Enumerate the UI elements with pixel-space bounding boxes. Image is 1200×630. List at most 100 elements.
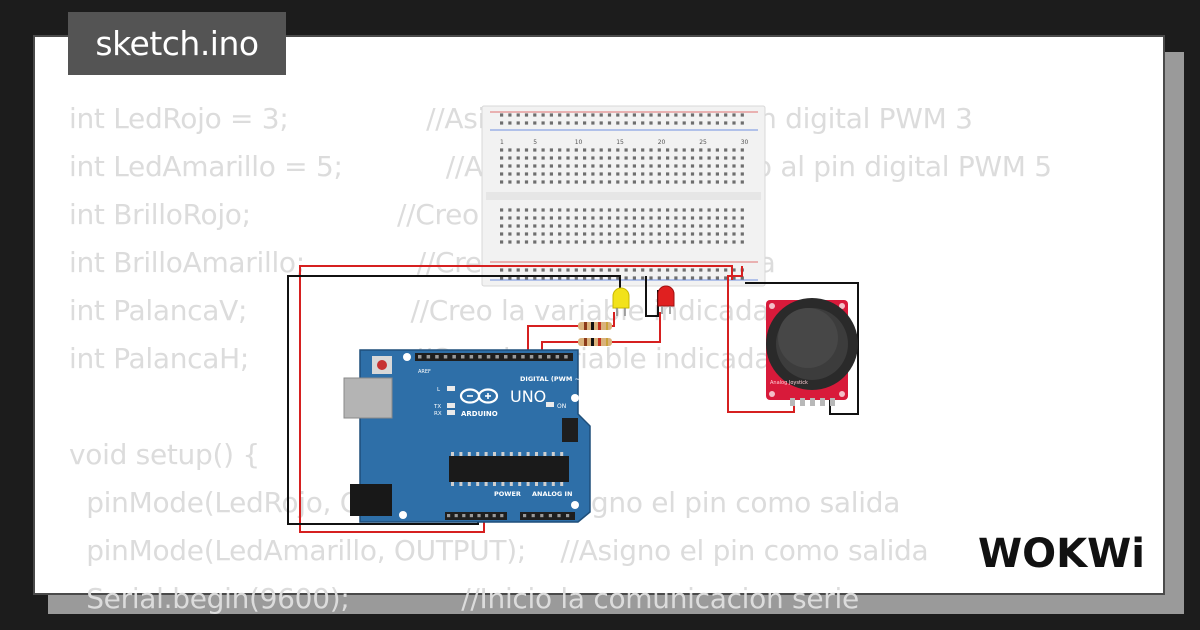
breadboard-hole	[641, 232, 645, 236]
breadboard-hole	[516, 172, 520, 176]
breadboard-hole	[541, 113, 545, 117]
breadboard-hole	[524, 240, 529, 244]
breadboard-hole	[541, 216, 545, 220]
breadboard-hole	[707, 121, 711, 125]
breadboard-hole	[591, 208, 595, 212]
wire-pin3	[527, 312, 615, 356]
breadboard-hole	[657, 240, 661, 244]
breadboard-hole	[724, 276, 728, 280]
breadboard-hole	[599, 156, 603, 160]
breadboard-hole	[707, 216, 711, 220]
microcontroller-chip	[449, 456, 569, 482]
model-label: UNO	[510, 387, 546, 406]
breadboard-hole	[666, 148, 670, 152]
header-pin	[478, 355, 482, 359]
breadboard-hole	[599, 268, 603, 272]
header-pin	[547, 355, 551, 359]
breadboard-hole	[591, 148, 595, 152]
digital-pins	[418, 355, 568, 359]
header-pin	[486, 355, 491, 359]
breadboard-hole	[715, 113, 719, 117]
icsp-header	[562, 418, 578, 442]
header-pin	[538, 355, 542, 359]
header-pin	[564, 355, 568, 359]
breadboard-hole	[500, 113, 504, 117]
breadboard-hole	[533, 208, 537, 212]
breadboard-hole	[616, 232, 620, 236]
breadboard-hole	[533, 148, 537, 152]
header-pin	[426, 355, 431, 359]
breadboard-hole	[549, 276, 553, 280]
breadboard-hole	[657, 121, 661, 125]
breadboard-hole	[740, 148, 744, 152]
breadboard-hole	[641, 121, 645, 125]
breadboard-hole	[715, 240, 719, 244]
header-pin	[555, 355, 560, 359]
breadboard-hole	[558, 156, 562, 160]
breadboard-hole	[516, 232, 520, 236]
breadboard-hole	[574, 156, 578, 160]
breadboard-hole	[574, 172, 578, 176]
breadboard-hole	[558, 113, 562, 117]
breadboard-hole	[699, 208, 703, 212]
header-pin	[523, 514, 527, 518]
header-pin	[485, 514, 489, 518]
chip-leg	[535, 482, 538, 486]
breadboard-hole	[707, 232, 711, 236]
breadboard-hole	[500, 240, 504, 244]
breadboard-column-number: 25	[699, 139, 707, 146]
breadboard-hole	[724, 180, 728, 184]
breadboard-hole	[524, 180, 529, 184]
breadboard-hole	[724, 113, 728, 117]
breadboard-hole	[566, 172, 570, 176]
breadboard-hole	[715, 121, 719, 125]
breadboard-hole	[641, 172, 645, 176]
breadboard-hole	[508, 148, 512, 152]
breadboard-hole	[558, 172, 562, 176]
tx-label: TX	[433, 404, 441, 410]
breadboard-hole	[632, 232, 636, 236]
breadboard-hole	[524, 208, 529, 212]
breadboard-hole	[574, 232, 578, 236]
red-wire-5v	[299, 265, 733, 533]
breadboard-hole	[516, 268, 520, 272]
breadboard-hole	[649, 148, 653, 152]
breadboard-hole	[707, 276, 711, 280]
breadboard-hole	[690, 121, 695, 125]
breadboard-hole	[616, 216, 620, 220]
breadboard-hole	[541, 268, 545, 272]
reset-button[interactable]	[377, 360, 387, 370]
breadboard-hole	[533, 121, 537, 125]
breadboard-hole	[649, 224, 653, 228]
arduino-uno-board[interactable]: DIGITAL (PWM ~) AREF UNO ARDUINO ON L TX…	[343, 349, 591, 523]
chip-leg	[467, 452, 471, 456]
led-red[interactable]	[657, 285, 675, 314]
led-yellow[interactable]	[612, 287, 630, 316]
breadboard-hole	[690, 148, 695, 152]
resistor-1[interactable]	[578, 322, 612, 330]
file-title-tab[interactable]: sketch.ino	[68, 12, 286, 75]
resistor-2[interactable]	[578, 338, 612, 346]
breadboard-hole	[558, 240, 562, 244]
breadboard-hole	[666, 232, 670, 236]
aref-label: AREF	[418, 369, 431, 375]
chip-leg	[451, 452, 454, 456]
breadboard-hole	[616, 148, 620, 152]
breadboard-hole	[549, 232, 553, 236]
breadboard-hole	[641, 180, 645, 184]
breadboard-hole	[740, 113, 744, 117]
breadboard-hole	[657, 276, 661, 280]
breadboard-hole	[666, 113, 670, 117]
breadboard-hole	[707, 113, 711, 117]
breadboard-hole	[724, 121, 728, 125]
breadboard-hole	[616, 208, 620, 212]
breadboard-hole	[524, 172, 529, 176]
on-label: ON	[557, 403, 566, 410]
breadboard-hole	[657, 208, 661, 212]
chip-leg	[518, 482, 522, 486]
header-pin	[504, 355, 508, 359]
analog-joystick[interactable]: Analog Joystick	[766, 298, 858, 406]
breadboard-hole	[549, 164, 553, 168]
breadboard-hole	[649, 268, 653, 272]
